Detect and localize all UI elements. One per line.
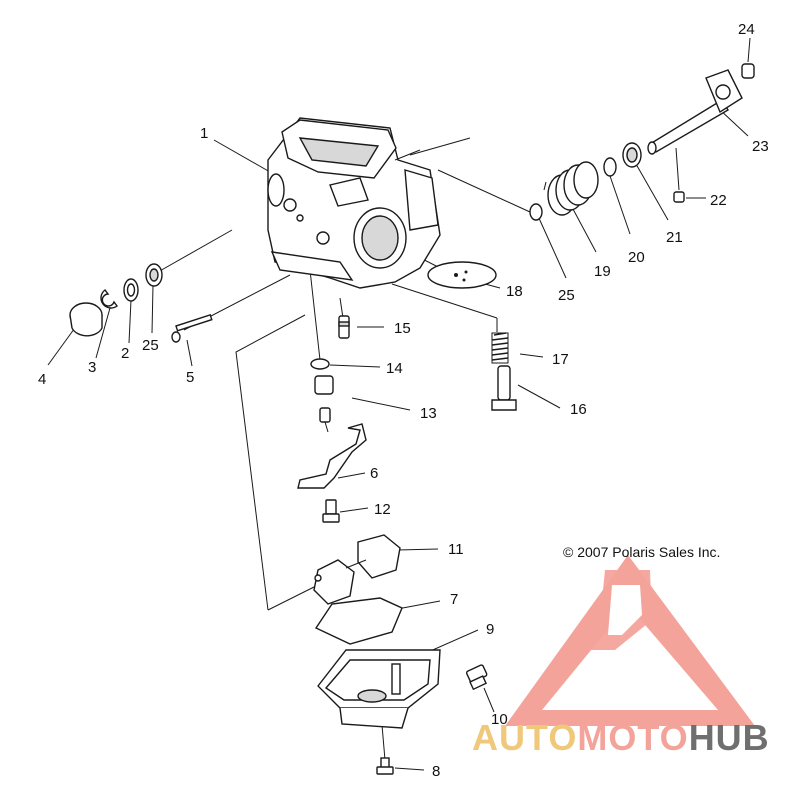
washer-20 <box>603 157 617 177</box>
callout-10: 10 <box>491 711 508 728</box>
callout-4: 4 <box>38 371 46 388</box>
gasket-7 <box>314 597 403 645</box>
screw-22 <box>673 191 685 203</box>
washer-2 <box>123 278 139 302</box>
callout-18: 18 <box>506 283 523 300</box>
carburetor-body <box>267 117 441 289</box>
bracket-6 <box>297 423 367 489</box>
callout-16: 16 <box>570 401 587 418</box>
callout-19: 19 <box>594 263 611 280</box>
callout-11: 11 <box>448 541 464 558</box>
nut-24 <box>741 63 755 79</box>
callout-23: 23 <box>752 138 769 155</box>
callout-25-left: 25 <box>142 337 159 354</box>
callout-labels: 1 4 3 2 25 5 15 14 13 6 12 11 7 9 10 8 1… <box>38 21 769 780</box>
screw-12 <box>322 499 340 523</box>
callout-12: 12 <box>374 501 391 518</box>
callout-2: 2 <box>121 345 129 362</box>
callout-17: 17 <box>552 351 569 368</box>
float-bowl-9 <box>317 649 441 729</box>
throttle-shaft-23 <box>647 69 743 155</box>
callout-7: 7 <box>450 591 458 608</box>
callout-5: 5 <box>186 369 194 386</box>
callout-14: 14 <box>386 360 403 377</box>
seal-25-left <box>145 263 163 287</box>
callout-24: 24 <box>738 21 755 38</box>
brand-hub: HUB <box>688 717 770 758</box>
callout-3: 3 <box>88 359 96 376</box>
callout-6: 6 <box>370 465 378 482</box>
copyright-notice: © 2007 Polaris Sales Inc. <box>563 544 721 560</box>
drain-screw-10 <box>465 664 488 691</box>
spring-19 <box>543 161 599 216</box>
float-11 <box>313 534 401 605</box>
callout-22: 22 <box>710 192 727 209</box>
callout-9: 9 <box>486 621 494 638</box>
brand-wordmark: AUTOMOTOHUB <box>472 717 770 759</box>
needle-valve-13 <box>314 375 334 433</box>
callout-25-right: 25 <box>558 287 575 304</box>
pin-5 <box>171 313 213 343</box>
callout-15: 15 <box>394 320 411 337</box>
clip-3 <box>100 289 118 309</box>
brand-moto: MOTO <box>577 717 689 758</box>
washer-14 <box>310 358 330 370</box>
callout-13: 13 <box>420 405 437 422</box>
cap-4 <box>69 302 103 337</box>
callout-21: 21 <box>666 229 683 246</box>
seal-21 <box>622 142 642 168</box>
plate-18 <box>427 261 497 289</box>
brand-auto: AUTO <box>472 717 578 758</box>
callout-1: 1 <box>200 125 208 142</box>
automotohub-logo <box>505 555 755 726</box>
screw-8 <box>376 757 394 775</box>
jet-15 <box>338 315 350 339</box>
callout-8: 8 <box>432 763 440 780</box>
callout-20: 20 <box>628 249 645 266</box>
spring-17 <box>491 332 509 364</box>
screw-16 <box>491 365 517 411</box>
washer-25-right <box>529 203 543 221</box>
